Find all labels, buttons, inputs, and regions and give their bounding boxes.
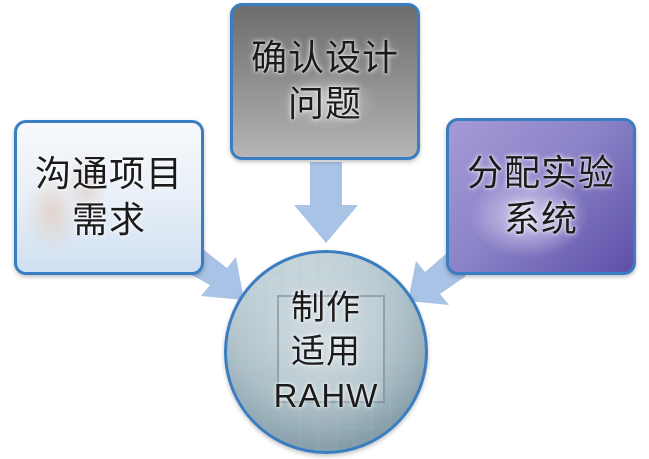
- node-allocate-system-line1: 分配实验: [466, 152, 615, 194]
- node-confirm-design-label: 确认设计 问题: [251, 36, 399, 128]
- arrow-top-to-center: [294, 162, 358, 243]
- node-communicate-requirements-line1: 沟通项目: [34, 153, 183, 195]
- chip-graphic: [277, 295, 385, 403]
- node-build-rahw-line1: 制作: [290, 288, 361, 328]
- node-communicate-requirements: 沟通项目 需求: [14, 120, 204, 275]
- node-confirm-design-line1: 确认设计: [250, 37, 399, 79]
- node-communicate-requirements-label: 沟通项目 需求: [35, 152, 183, 244]
- node-communicate-requirements-line2: 需求: [71, 199, 146, 241]
- node-allocate-system-label: 分配实验 系统: [467, 151, 615, 243]
- node-build-rahw-line3: RAHW: [273, 377, 379, 414]
- node-build-rahw-line2: 适用: [290, 332, 361, 372]
- node-build-rahw: 制作 适用 RAHW: [224, 250, 428, 454]
- node-allocate-system: 分配实验 系统: [446, 118, 636, 275]
- node-allocate-system-line2: 系统: [503, 198, 578, 240]
- node-build-rahw-label: 制作 适用 RAHW: [274, 286, 379, 418]
- node-confirm-design-line2: 问题: [287, 83, 362, 125]
- node-confirm-design: 确认设计 问题: [230, 3, 420, 160]
